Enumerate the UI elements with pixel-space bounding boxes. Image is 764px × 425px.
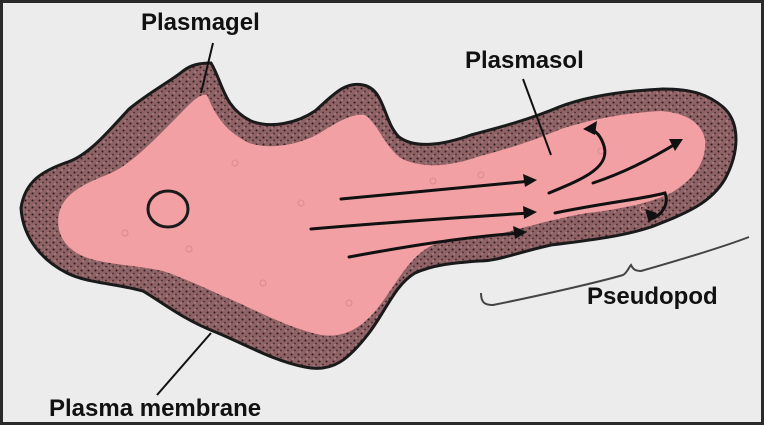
label-plasmasol: Plasmasol: [465, 47, 584, 75]
amoeba-diagram: [3, 3, 764, 425]
label-pseudopod: Pseudopod: [587, 283, 718, 311]
label-plasma-membrane: Plasma membrane: [49, 395, 261, 423]
label-plasmagel: Plasmagel: [141, 9, 260, 37]
nucleus: [148, 191, 188, 227]
